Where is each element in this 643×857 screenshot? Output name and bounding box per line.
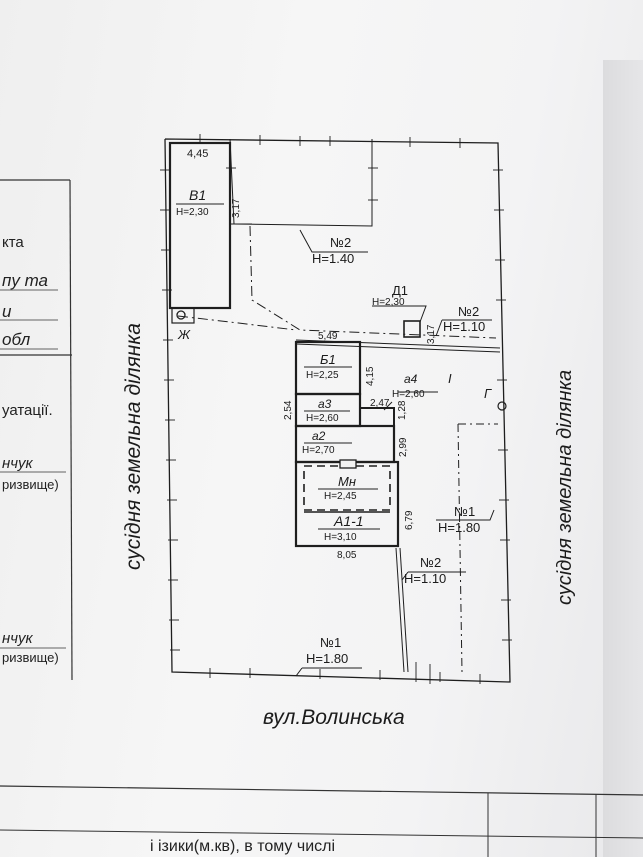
plot-boundary [164,138,511,683]
label-g: Г [484,386,492,401]
a3-dim-left: 2,54 [283,400,294,420]
mn-height: Н=2,45 [324,491,357,502]
left-table-row-3: и [2,302,12,321]
a1-dim-bottom: 8,05 [337,550,357,561]
fence-n1-bottom-height: Н=1.80 [306,651,348,666]
marker-g [497,401,507,411]
fence-ticks [160,134,512,684]
left-table-row-8: нчук [2,630,33,647]
fence-n2-bottom-name: №2 [420,555,441,570]
fence-n2-bottom-height: Н=1.10 [404,571,446,586]
fence-n2-top-height: Н=1.40 [312,251,354,266]
mn-name: Мн [338,474,356,489]
left-table-row-5: уатації. [2,402,53,419]
b1-dim: 4,15 [365,366,376,386]
a3-name: а3 [318,397,332,411]
underlying-sheet [603,60,643,857]
a1-height: Н=3,10 [324,532,357,543]
d1-dim: 3,17 [426,324,437,344]
a2-name: а2 [312,429,326,443]
left-table-row-7: ризвище) [2,477,59,492]
v1-dim-side: 3,17 [231,198,242,218]
bottom-table-text: і ізики(м.кв), в тому числі [150,838,336,855]
fence-n1-right-height: Н=1.80 [438,520,480,535]
neighbor-right-label: сусідня земельна ділянка [554,370,576,605]
a3-dim-128: 1,28 [397,400,408,420]
b1-height: Н=2,25 [306,370,339,381]
building-d1 [403,320,421,338]
a1-name: А1-1 [333,513,364,529]
left-table-row-4: обл [2,330,31,349]
v1-height: Н=2,30 [176,207,209,218]
a2-dim: 2,99 [398,437,409,457]
neighbor-left-label: сусідня земельна ділянка [122,323,145,570]
fence-n2-right-name: №2 [458,304,479,319]
fence-n2-top-name: №2 [330,235,351,250]
fence-n2-right-height: Н=1.10 [443,319,485,334]
fence-n1-right-name: №1 [454,504,475,519]
street-label: вул.Волинська [263,706,405,729]
label-i: I [448,371,452,386]
a4-name: а4 [404,372,418,386]
d1-name: Д1 [392,283,408,298]
dim-549: 5,49 [318,331,338,342]
v1-dim-top: 4,45 [187,148,208,160]
left-table-row-2: пу та [2,271,49,290]
b1-name: Б1 [320,352,336,367]
a4-height: Н=2,60 [392,389,425,400]
d1-height: Н=2,30 [372,297,405,308]
a1-dim-side: 6,79 [404,510,415,530]
v1-name: В1 [189,187,206,203]
left-table-row-1: кта [2,234,24,251]
a2-height: Н=2,70 [302,445,335,456]
zh-label: Ж [177,327,191,342]
a3-dim-247: 2,47 [370,398,390,409]
left-table-row-6: нчук [2,455,33,472]
well-zh [171,307,195,324]
a3-height: Н=2,60 [306,413,339,424]
fence-n1-bottom-name: №1 [320,635,341,650]
left-table-row-9: ризвище) [2,650,59,665]
